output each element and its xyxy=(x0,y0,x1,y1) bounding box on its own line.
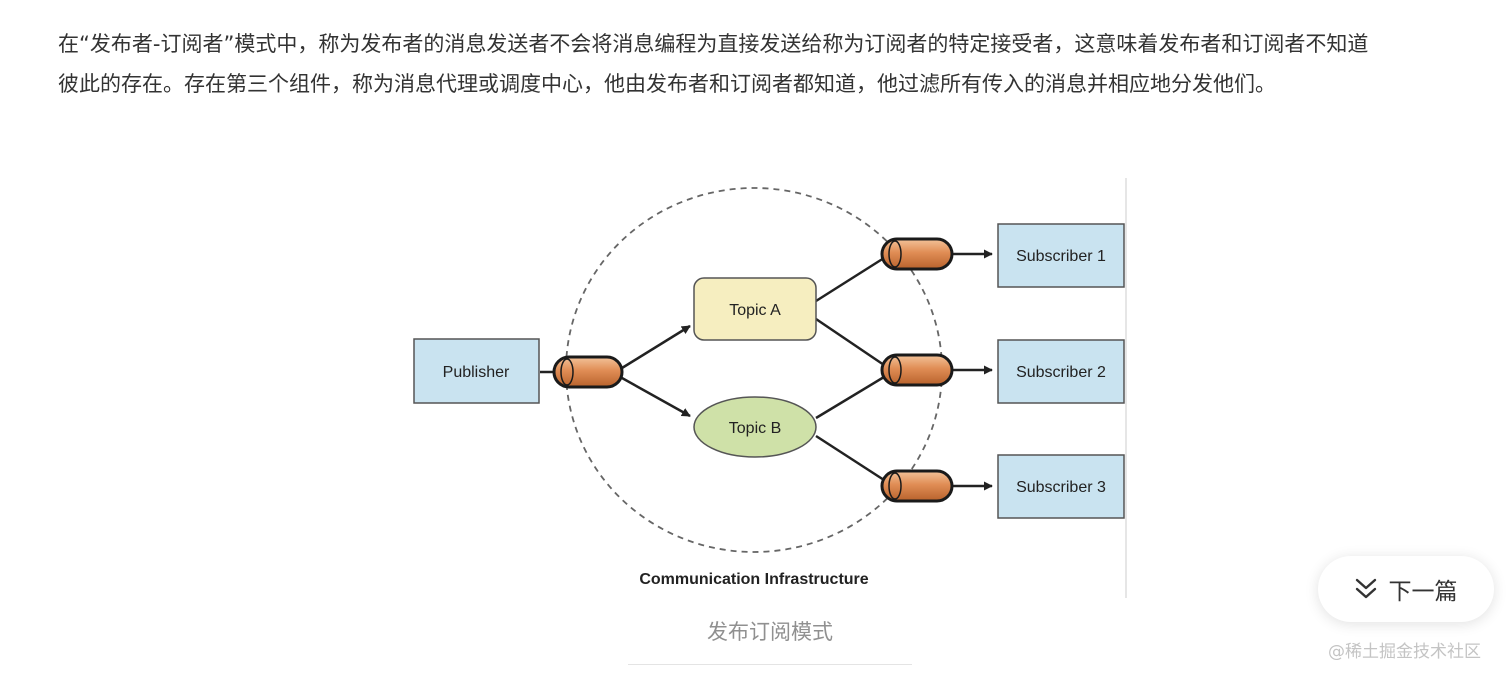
article-paragraph-line-2: 彼此的存在。存在第三个组件，称为消息代理或调度中心，他由发布者和订阅者都知道，他… xyxy=(58,72,1276,96)
figure-caption: 发布订阅模式 xyxy=(707,620,833,644)
subscriber-1-node: Subscriber 1 xyxy=(997,223,1125,288)
message-pipe-subscriber-1 xyxy=(880,237,954,271)
double-chevron-down-icon xyxy=(1355,577,1377,601)
next-article-button[interactable]: 下一篇 xyxy=(1318,556,1494,622)
topic-a-to-pipe-2-line xyxy=(815,317,885,367)
site-watermark: @稀土掘金技术社区 xyxy=(1328,642,1481,662)
publisher-label: Publisher xyxy=(443,364,510,381)
subscriber-2-node: Subscriber 2 xyxy=(997,339,1125,404)
topic-b-to-pipe-3-line xyxy=(815,434,885,482)
arrow-to-topic-a xyxy=(621,324,691,370)
article-paragraph-line-1: 在“发布者-订阅者”模式中，称为发布者的消息发送者不会将消息编程为直接发送给称为… xyxy=(58,32,1369,56)
topic-b-label: Topic B xyxy=(729,420,781,437)
arrow-to-topic-b xyxy=(621,376,691,418)
topic-a-label: Topic A xyxy=(729,302,781,319)
topic-a-to-pipe-1-line xyxy=(815,256,885,303)
subscriber-2-label: Subscriber 2 xyxy=(1016,364,1106,381)
message-pipe-subscriber-3 xyxy=(880,469,954,503)
caption-divider xyxy=(628,664,912,665)
subscriber-3-node: Subscriber 3 xyxy=(997,454,1125,519)
next-article-label: 下一篇 xyxy=(1388,579,1458,605)
message-pipe-subscriber-2 xyxy=(880,353,954,387)
topic-b-node: Topic B xyxy=(693,396,817,458)
publisher-node: Publisher xyxy=(413,338,540,404)
subscriber-3-label: Subscriber 3 xyxy=(1016,479,1106,496)
topic-b-to-pipe-2-line xyxy=(815,375,885,420)
article-paragraph: 在“发布者-订阅者”模式中，称为发布者的消息发送者不会将消息编程为直接发送给称为… xyxy=(58,24,1478,104)
topic-a-node: Topic A xyxy=(693,277,817,341)
infrastructure-label: Communication Infrastructure xyxy=(639,571,868,588)
subscriber-1-label: Subscriber 1 xyxy=(1016,248,1106,265)
connection-lines xyxy=(540,249,993,491)
message-pipe-publisher xyxy=(552,355,624,389)
